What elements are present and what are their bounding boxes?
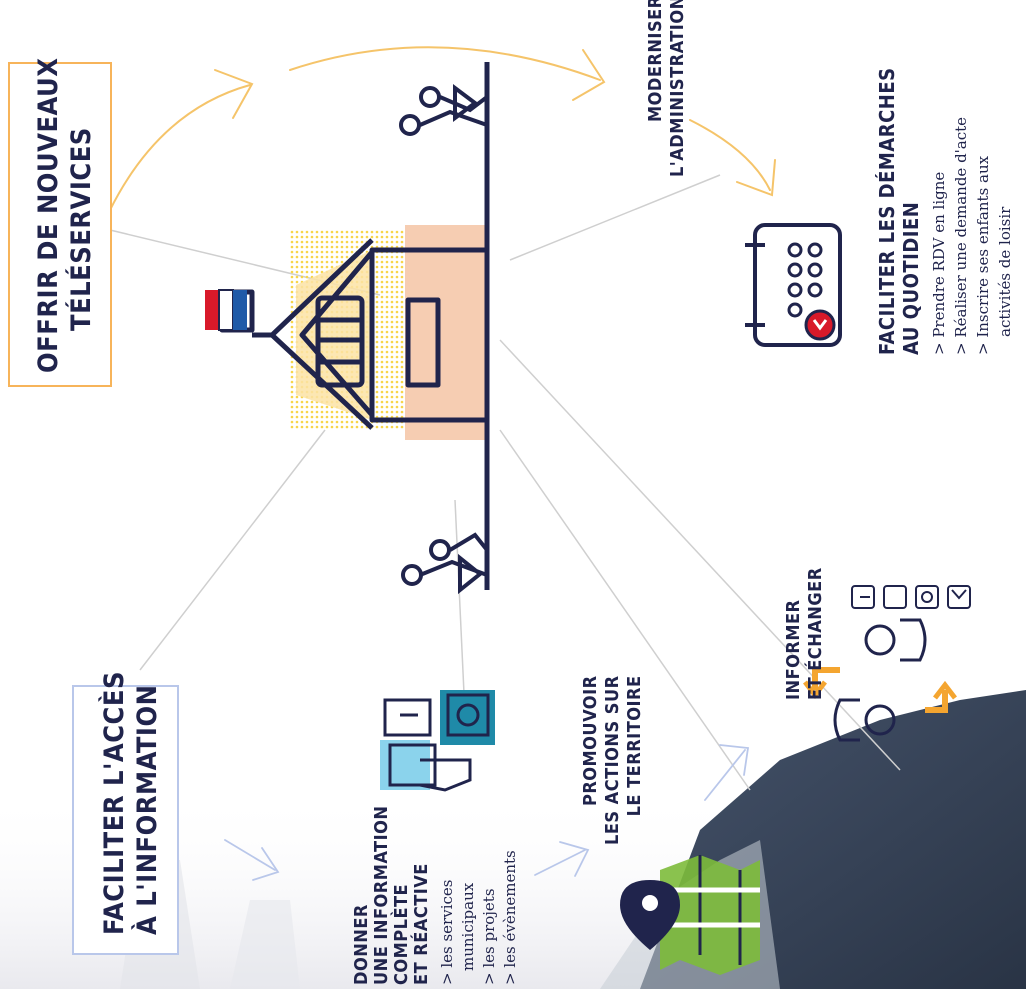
- list-item: municipaux: [459, 882, 477, 971]
- flag-icon: [205, 289, 247, 331]
- list-item: > Inscrire ses enfants aux: [974, 155, 992, 355]
- label-line: INFORMER: [783, 599, 804, 700]
- twitter-icon: [883, 585, 907, 609]
- list-item: > les projets: [480, 888, 498, 985]
- title-line: OFFRIR DE NOUVEAUX: [33, 57, 64, 373]
- label-line: ET RÉACTIVE: [411, 863, 432, 985]
- donner-list: > les services municipaux > les projets …: [437, 850, 521, 985]
- access-box: [72, 685, 179, 955]
- label-line: UNE INFORMATION: [371, 805, 392, 985]
- donner-label: DONNER UNE INFORMATION COMPLÈTE ET RÉACT…: [351, 805, 432, 985]
- title-line: TÉLÉSERVICES: [66, 127, 97, 331]
- instagram-icon: [915, 585, 939, 609]
- list-item: > Réaliser une demande d'acte: [952, 116, 970, 355]
- access-title: FACILITER L'ACCÈS À L'INFORMATION: [98, 671, 164, 935]
- teleservices-title: OFFRIR DE NOUVEAUX TÉLÉSERVICES: [32, 58, 98, 373]
- label-line: PROMOUVOIR: [580, 675, 601, 807]
- location-pin-icon: [620, 880, 680, 950]
- demarches-label: FACILITER LES DÉMARCHES AU QUOTIDIEN: [875, 67, 923, 355]
- label-line: FACILITER LES DÉMARCHES: [875, 67, 899, 355]
- label-line: LE TERRITOIRE: [624, 675, 645, 817]
- moderniser-label: MODERNISER L'ADMINISTRATION: [645, 0, 689, 180]
- person-icon: [401, 532, 489, 586]
- list-item: > les services: [438, 879, 456, 985]
- teleservices-box: [8, 62, 112, 387]
- title-line: FACILITER L'ACCÈS: [99, 671, 130, 935]
- list-item: activités de loisir: [996, 206, 1014, 337]
- tree-icon: [453, 84, 479, 122]
- label-line: DONNER: [351, 904, 372, 985]
- promouvoir-label: PROMOUVOIR LES ACTIONS SUR LE TERRITOIRE: [580, 675, 646, 845]
- mail-icon: [947, 585, 971, 609]
- list-item: > Prendre RDV en ligne: [930, 171, 948, 355]
- person-icon: [399, 86, 489, 136]
- label-line: MODERNISER: [645, 0, 666, 122]
- tree-icon: [458, 553, 484, 595]
- informer-label: INFORMER ET ÉCHANGER: [783, 567, 827, 700]
- list-item: > les évènements: [501, 850, 519, 985]
- label-line: LES ACTIONS SUR: [602, 675, 623, 845]
- demarches-list: > Prendre RDV en ligne > Réaliser une de…: [928, 117, 1016, 355]
- label-line: ET ÉCHANGER: [805, 567, 826, 700]
- title-line: À L'INFORMATION: [132, 684, 163, 935]
- facebook-icon: [851, 585, 875, 609]
- label-line: L'ADMINISTRATION: [667, 0, 688, 178]
- label-line: COMPLÈTE: [391, 883, 412, 985]
- label-line: AU QUOTIDIEN: [899, 201, 923, 355]
